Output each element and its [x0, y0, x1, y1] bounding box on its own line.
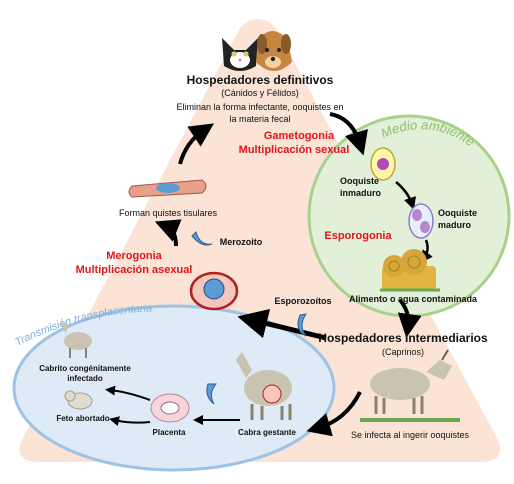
contaminated-food-label: Alimento o agua contaminada — [348, 294, 478, 304]
arrow-merozoite-to-merogonia — [154, 219, 182, 247]
gametogonia-label: Gametogonia — [263, 130, 335, 142]
oocyst-immature-label-2: inmaduro — [340, 188, 382, 198]
arrow-cysts-to-definitive — [178, 123, 214, 165]
definitive-hosts-desc-1: Eliminan la forma infectante, ooquistes … — [176, 102, 344, 112]
sporogonia-label: Esporogonia — [324, 230, 392, 242]
asexual-multiplication-label: Multiplicación asexual — [75, 264, 193, 276]
definitive-hosts-subtitle: (Cánidos y Félidos) — [221, 88, 299, 98]
arrow-immature-to-mature — [395, 181, 416, 210]
oocyst-immature-icon — [370, 147, 396, 181]
cat-icon — [222, 38, 258, 71]
placenta-icon — [150, 393, 190, 423]
merozoite-label: Merozoito — [219, 237, 263, 247]
merogonia-label: Merogonia — [106, 250, 162, 262]
oocyst-mature-label-1: Ooquiste — [438, 208, 478, 218]
aborted-fetus-icon — [64, 390, 93, 410]
oocyst-mature-label-2: maduro — [438, 220, 472, 230]
pregnant-goat-icon — [236, 352, 292, 420]
arrow-placenta-to-aborted — [109, 416, 151, 426]
oocyst-immature-label-1: Ooquiste — [340, 176, 380, 186]
definitive-hosts-title: Hospedadores definitivos — [186, 73, 334, 87]
placenta-label: Placenta — [152, 428, 186, 437]
dog-icon — [256, 31, 292, 71]
arrow-intermediate-to-pregnant-goat — [306, 391, 362, 437]
oocyst-mature-icon — [408, 203, 434, 239]
intermediate-hosts-title: Hospedadores Intermediarios — [318, 331, 488, 345]
arrow-definitive-to-environment — [329, 112, 368, 156]
congenital-kid-label-1: Cabrito congénitamente — [39, 364, 131, 373]
tissue-cysts-label: Forman quistes tisulares — [118, 208, 218, 218]
sexual-multiplication-label: Multiplicación sexual — [238, 144, 350, 156]
arrow-environment-to-intermediate — [397, 298, 422, 338]
contaminated-food-icon — [380, 249, 440, 292]
aborted-fetus-label: Feto abortado — [56, 414, 110, 423]
congenital-kid-label-2: infectado — [67, 374, 103, 383]
arrow-intermediate-to-merogonia — [237, 308, 327, 341]
intermediate-goat-icon — [360, 349, 460, 422]
pregnant-goat-label: Cabra gestante — [238, 428, 296, 437]
transplacental-ellipse — [12, 304, 336, 472]
infection-note: Se infecta al ingerir ooquistes — [350, 430, 470, 440]
merozoite-icon — [191, 231, 213, 246]
sporozoites-label: Esporozoítos — [274, 296, 332, 306]
muscle-tissue-cyst-icon — [128, 179, 207, 198]
intermediate-hosts-subtitle: (Caprinos) — [381, 347, 424, 357]
merogonia-cell-icon — [189, 271, 239, 311]
transplacental-parasite-icon — [206, 383, 218, 405]
definitive-hosts-desc-2: la materia fecal — [229, 114, 291, 124]
arrow-placenta-to-congenital — [105, 385, 151, 401]
sporozoite-icon — [297, 313, 308, 337]
congenital-kid-icon — [60, 322, 92, 358]
